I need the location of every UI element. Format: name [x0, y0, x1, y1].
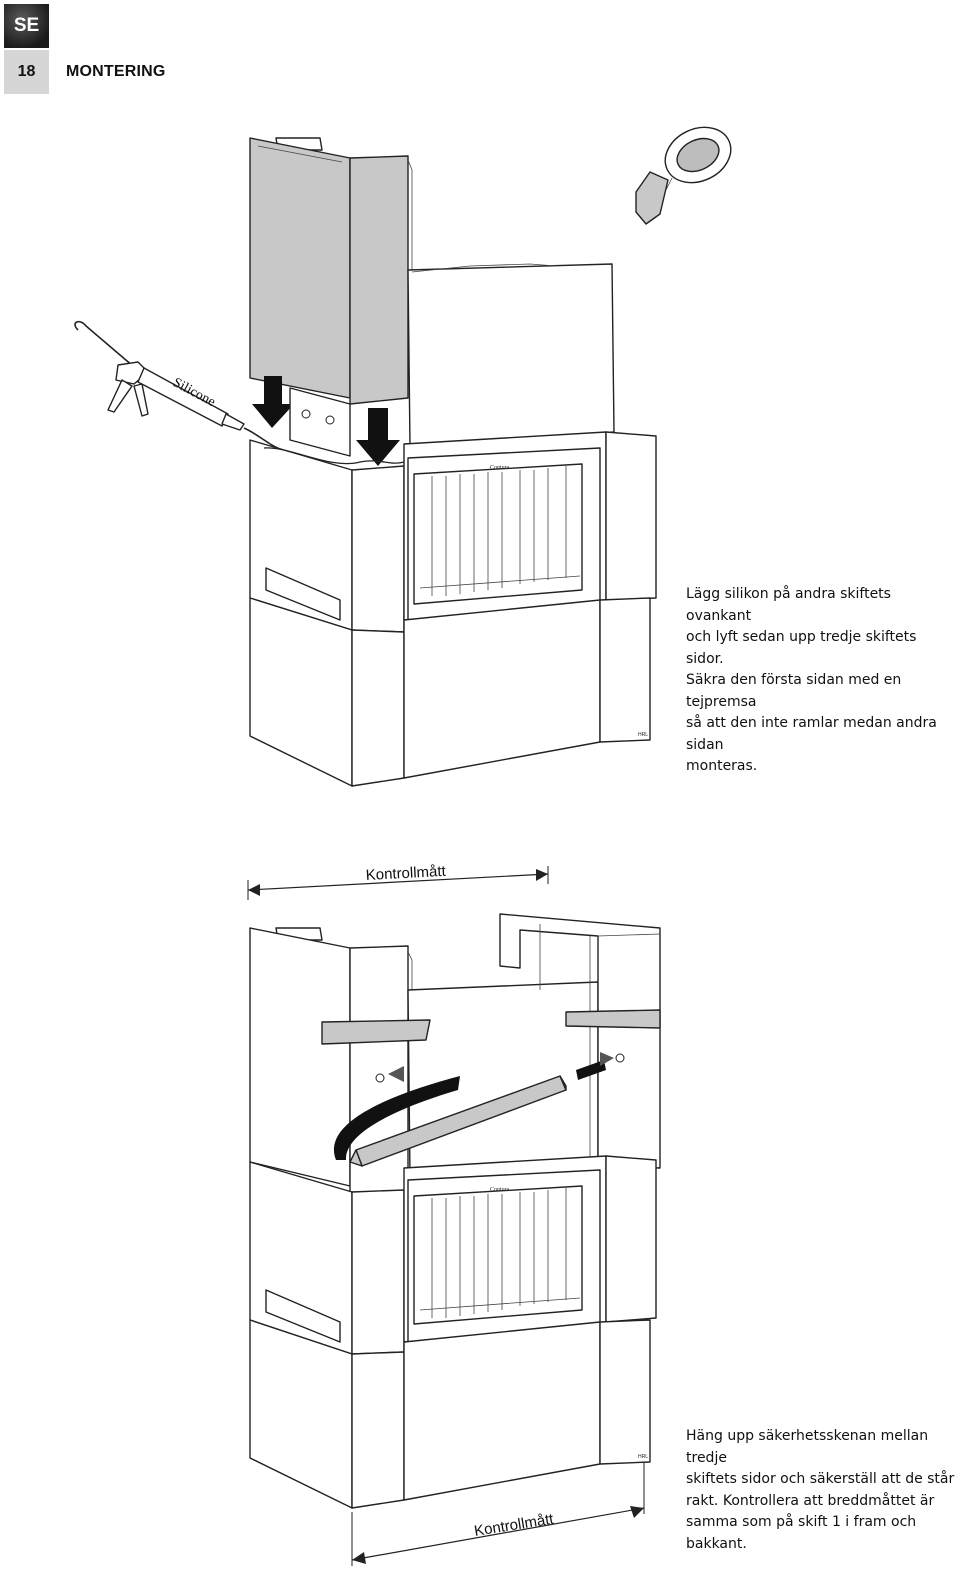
- section-title: MONTERING: [66, 63, 166, 80]
- safety-rail: [333, 1052, 625, 1167]
- tape-roll-icon: [635, 126, 732, 225]
- side-panel-left: [249, 137, 413, 405]
- dimension-line-top: Kontrollmått: [247, 863, 549, 900]
- silicone-gun-icon: Silicone: [74, 320, 291, 453]
- fireplace-tier-1: HRL: [249, 597, 651, 787]
- corner-mark-2: HRL: [638, 1454, 648, 1460]
- language-badge: SE: [4, 4, 49, 48]
- door-brand-2: Contura: [490, 1187, 510, 1193]
- corner-mark: HRL: [638, 732, 648, 738]
- dimension-label-bottom: Kontrollmått: [473, 1511, 556, 1540]
- arrow-down-icon: [252, 376, 400, 466]
- dimension-label-top: Kontrollmått: [365, 863, 447, 884]
- figure1-illustration: Silicone: [74, 126, 732, 787]
- door-brand: Contura: [490, 465, 510, 471]
- caption-step-2: Häng upp säkerhetsskenan mellan tredje s…: [686, 1428, 955, 1552]
- page-number: 18: [4, 50, 49, 94]
- dimension-line-bottom: Kontrollmått: [351, 1462, 645, 1566]
- fireplace-door: Contura: [407, 447, 601, 623]
- caption-step-1: Lägg silikon på andra skiftets ovankant …: [686, 586, 937, 774]
